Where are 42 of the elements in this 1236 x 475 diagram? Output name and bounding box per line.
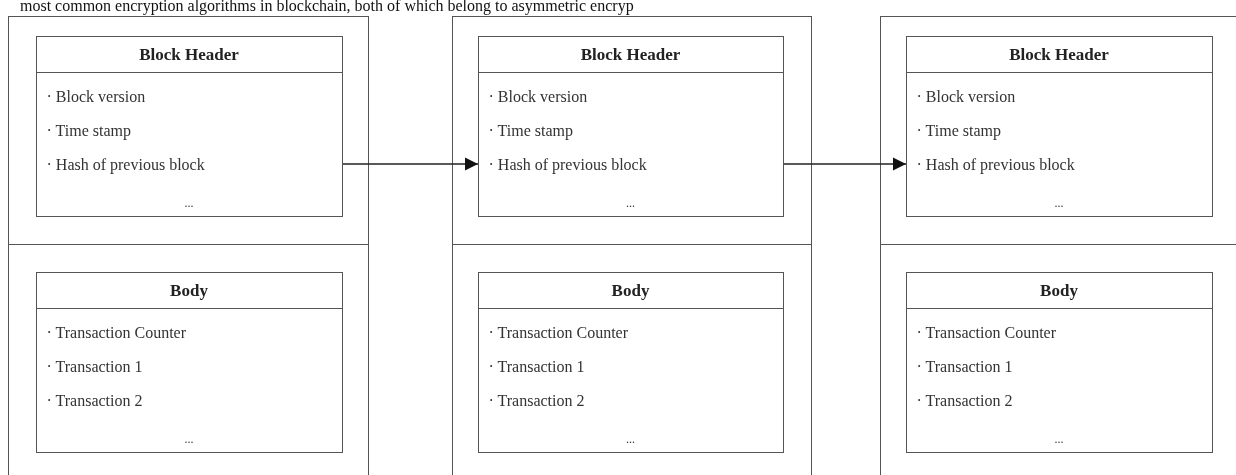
field-item: · Time stamp bbox=[916, 120, 1001, 141]
field-item: ... bbox=[625, 430, 636, 448]
field-item: · Transaction 1 bbox=[916, 356, 1013, 377]
field-item: ... bbox=[1053, 194, 1065, 212]
field-item: · Block version bbox=[488, 86, 588, 107]
box-heading: Body bbox=[906, 272, 1212, 309]
caption-text: most common encryption algorithms in blockchain, both of which belong to asymmetric encryp bbox=[20, 0, 634, 15]
arrow bbox=[783, 157, 907, 171]
field-item: · Transaction 2 bbox=[916, 390, 1013, 411]
field-item: · Block version bbox=[916, 86, 1016, 107]
box-heading: Body bbox=[478, 272, 783, 309]
field-item: · Transaction Counter bbox=[916, 322, 1057, 343]
field-item: ... bbox=[625, 194, 636, 212]
field-item: · Hash of previous block bbox=[916, 154, 1075, 175]
box-heading: Block Header bbox=[906, 36, 1212, 73]
field-item: · Transaction 1 bbox=[46, 356, 143, 377]
arrow bbox=[342, 157, 479, 171]
box-heading: Body bbox=[36, 272, 342, 309]
field-item: · Hash of previous block bbox=[46, 154, 205, 175]
field-item: · Hash of previous block bbox=[488, 154, 647, 175]
box-heading: Block Header bbox=[478, 36, 783, 73]
field-item: ... bbox=[1053, 430, 1065, 448]
field-item: · Transaction 1 bbox=[488, 356, 585, 377]
block-frame bbox=[452, 16, 812, 475]
field-item: · Time stamp bbox=[488, 120, 573, 141]
record-box bbox=[477, 271, 784, 453]
field-item: · Transaction Counter bbox=[46, 322, 187, 343]
field-item: · Transaction Counter bbox=[488, 322, 629, 343]
field-item: · Transaction 2 bbox=[46, 390, 143, 411]
record-box bbox=[477, 35, 784, 217]
record-box bbox=[35, 35, 343, 217]
field-item: · Transaction 2 bbox=[488, 390, 585, 411]
block-frame bbox=[8, 16, 369, 475]
record-box bbox=[35, 271, 343, 453]
box-heading: Block Header bbox=[36, 36, 342, 73]
record-box bbox=[905, 35, 1213, 217]
block-frame bbox=[880, 16, 1236, 475]
field-item: ... bbox=[183, 430, 195, 448]
record-box bbox=[905, 271, 1213, 453]
field-item: · Time stamp bbox=[46, 120, 131, 141]
field-item: ... bbox=[183, 194, 195, 212]
field-item: · Block version bbox=[46, 86, 146, 107]
